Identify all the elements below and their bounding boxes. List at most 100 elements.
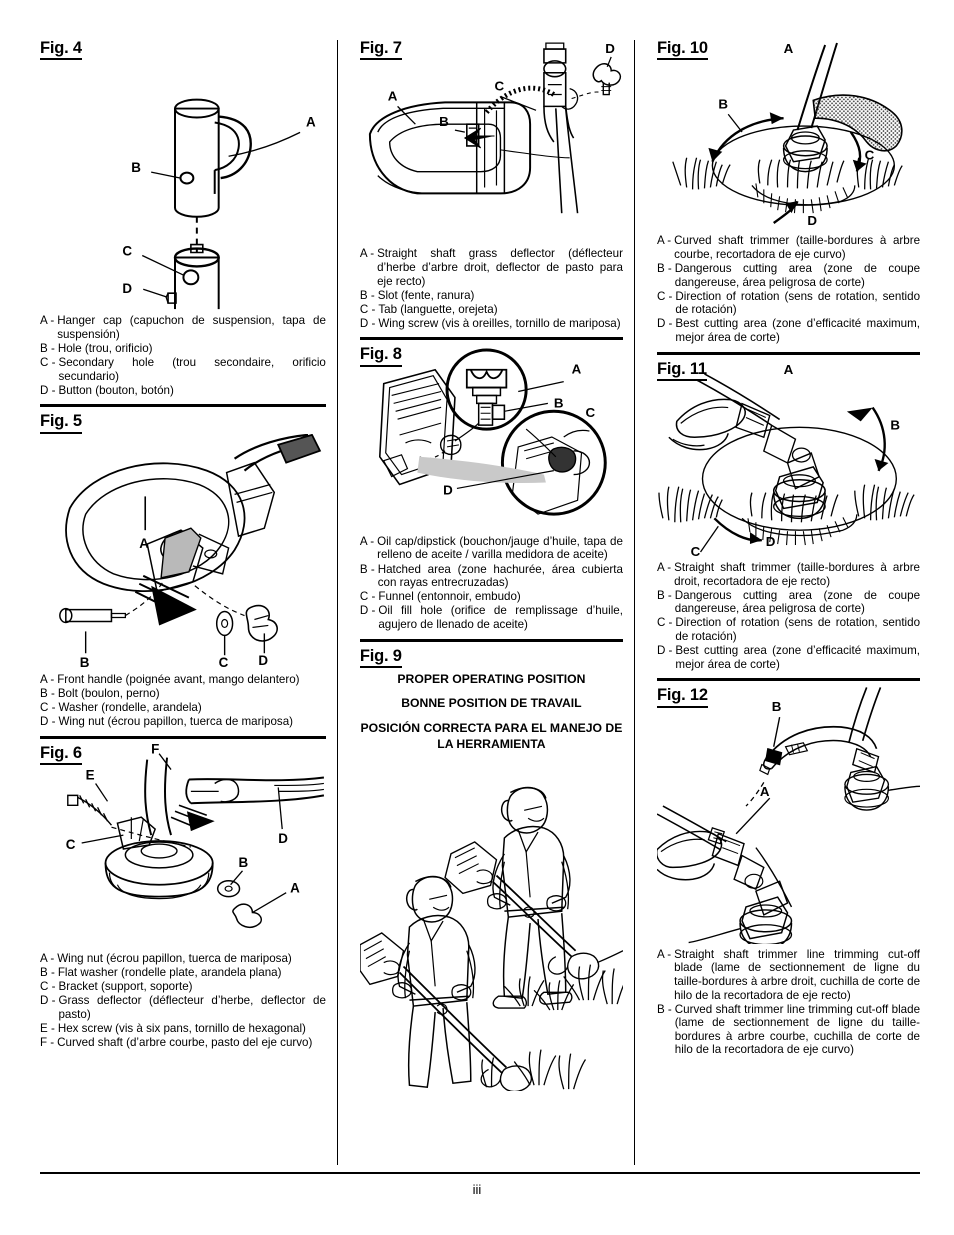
- figure-5-title: Fig. 5: [40, 413, 82, 434]
- figure-5-block: Fig. 5: [40, 413, 326, 739]
- figure-4-callout-b: B: [131, 160, 141, 175]
- figure-4-callout-d: D: [122, 282, 132, 297]
- figure-7-callout-d: D: [605, 41, 615, 56]
- legend-entry: D -Wing nut (écrou papillon, tuerca de m…: [40, 715, 294, 729]
- figure-4-title: Fig. 4: [40, 39, 82, 61]
- legend-entry: A -Straight shaft trimmer line trimming …: [656, 947, 921, 1002]
- figure-4-callout-a: A: [306, 115, 316, 130]
- page-number: iii: [472, 1182, 482, 1197]
- figure-5-callout-b: B: [80, 655, 90, 669]
- figure-4-legend: A -Hanger cap (capuchon de suspension, t…: [40, 314, 326, 397]
- legend-entry: D -Grass deflector (déflecteur d’herbe, …: [40, 994, 326, 1021]
- figure-9-headings: PROPER OPERATING POSITION BONNE POSITION…: [360, 672, 623, 752]
- section-divider: [359, 638, 623, 642]
- heading-spanish: POSICIÓN CORRECTA PARA EL MANEJO DE LA H…: [360, 721, 623, 751]
- figure-6-callout-c: C: [66, 837, 76, 852]
- figure-10-illustration: A B C D: [657, 38, 920, 230]
- legend-entry: B -Dangerous cutting area (zone de coupe…: [656, 588, 921, 616]
- figure-5-illustration: A B C D: [40, 433, 326, 669]
- legend-entry: D -Button (bouton, botón): [40, 383, 174, 397]
- legend-entry: A -Wing nut (écrou papillon, tuerca de m…: [40, 952, 292, 966]
- figure-7-legend: A -Straight shaft grass deflector (défle…: [360, 247, 623, 330]
- legend-entry: B -Hole (trou, orificio): [40, 342, 153, 356]
- figure-5-callout-c: C: [219, 655, 229, 669]
- figure-4-callout-c: C: [122, 244, 132, 259]
- column-right: Fig. 10: [633, 38, 921, 1165]
- column-middle: Fig. 7: [336, 38, 623, 1165]
- section-divider: [40, 735, 326, 739]
- figure-7-block: Fig. 7: [359, 38, 623, 341]
- legend-entry: B -Slot (fente, ranura): [359, 288, 475, 302]
- legend-entry: A -Oil cap/dipstick (bouchon/jauge d’hui…: [359, 534, 623, 562]
- figure-10-callout-a: A: [784, 41, 794, 56]
- legend-entry: C -Bracket (support, soporte): [40, 980, 193, 994]
- footer-divider: [40, 1172, 920, 1174]
- figure-12-block: Fig. 12: [656, 686, 921, 1057]
- legend-entry: B -Curved shaft trimmer line trimming cu…: [656, 1002, 921, 1057]
- figure-8-block: Fig. 8: [359, 343, 623, 642]
- figure-9-block: Fig. 9 PROPER OPERATING POSITION BONNE P…: [359, 647, 623, 1092]
- legend-entry: C -Tab (languette, orejeta): [359, 302, 498, 316]
- figure-10-title: Fig. 10: [656, 39, 708, 61]
- figure-11-callout-d: D: [766, 534, 776, 549]
- legend-entry: A -Curved shaft trimmer (taille-bordures…: [656, 234, 921, 261]
- figure-11-block: Fig. 11: [656, 360, 921, 682]
- section-divider: [40, 404, 326, 408]
- figure-6-callout-a: A: [290, 881, 300, 896]
- figure-8-callout-b: B: [554, 395, 564, 410]
- heading-english: PROPER OPERATING POSITION: [397, 671, 586, 686]
- legend-entry: F -Curved shaft (d’arbre courbe, pasto d…: [40, 1036, 313, 1050]
- figure-7-callout-c: C: [494, 79, 504, 94]
- figure-11-callout-c: C: [691, 544, 701, 557]
- figure-11-callout-a: A: [784, 362, 794, 377]
- legend-entry: E -Hex screw (vis à six pans, tornillo d…: [40, 1022, 306, 1036]
- figure-6-callout-e: E: [86, 768, 95, 783]
- figure-5-legend: A -Front handle (poignée avant, mango de…: [40, 673, 326, 729]
- legend-entry: C -Funnel (entonnoir, embudo): [359, 590, 521, 604]
- figure-12-illustration: B A: [656, 686, 921, 944]
- figure-8-illustration: A B C D: [360, 343, 623, 531]
- legend-entry: D -Best cutting area (zone d’efficacité …: [656, 317, 921, 345]
- figure-12-title: Fig. 12: [656, 687, 708, 708]
- figure-5-callout-d: D: [258, 653, 268, 668]
- legend-entry: B -Bolt (boulon, perno): [40, 686, 160, 700]
- legend-entry: C -Direction of rotation (sens de rotati…: [656, 616, 921, 644]
- figure-7-illustration: A B C D: [360, 38, 623, 243]
- figure-10-callout-d: D: [807, 213, 817, 228]
- legend-entry: A -Front handle (poignée avant, mango de…: [40, 672, 300, 686]
- figure-4-illustration: A B C D: [40, 60, 326, 310]
- figure-10-legend: A -Curved shaft trimmer (taille-bordures…: [657, 234, 920, 344]
- figure-6-legend: A -Wing nut (écrou papillon, tuerca de m…: [40, 952, 326, 1050]
- figure-12-callout-a: A: [760, 784, 770, 799]
- section-divider: [656, 678, 921, 682]
- figure-6-title: Fig. 6: [40, 744, 82, 766]
- legend-entry: D -Best cutting area (zone d’efficacité …: [656, 644, 921, 671]
- figure-8-callout-c: C: [585, 405, 595, 420]
- figure-9-title: Fig. 9: [359, 647, 402, 668]
- legend-entry: A -Hanger cap (capuchon de suspension, t…: [40, 314, 326, 341]
- legend-entry: A -Straight shaft grass deflector (défle…: [359, 247, 623, 288]
- legend-entry: B -Dangerous cutting area (zone de coupe…: [656, 262, 921, 289]
- figure-6-illustration: F E C D B A: [40, 743, 326, 948]
- figure-7-title: Fig. 7: [359, 39, 402, 61]
- figure-12-legend: A -Straight shaft trimmer line trimming …: [657, 948, 920, 1057]
- figure-10-callout-c: C: [865, 148, 875, 163]
- legend-entry: A -Straight shaft trimmer (taille-bordur…: [656, 561, 921, 588]
- figure-6-callout-f: F: [151, 743, 159, 757]
- figure-10-block: Fig. 10: [656, 38, 921, 355]
- figure-6-callout-d: D: [278, 831, 288, 846]
- figure-9-illustration: [359, 761, 623, 1092]
- figure-8-legend: A -Oil cap/dipstick (bouchon/jauge d’hui…: [360, 535, 623, 632]
- figure-6-block: Fig. 6: [40, 743, 326, 1050]
- legend-entry: D -Oil fill hole (orifice de remplissage…: [359, 604, 623, 631]
- legend-entry: B -Flat washer (rondelle plate, arandela…: [40, 966, 282, 980]
- three-column-layout: Fig. 4: [40, 38, 921, 1165]
- figure-8-callout-a: A: [572, 361, 582, 376]
- figure-11-legend: A -Straight shaft trimmer (taille-bordur…: [657, 561, 920, 671]
- figure-5-callout-a: A: [139, 536, 149, 551]
- legend-entry: C -Washer (rondelle, arandela): [40, 701, 202, 714]
- figure-12-callout-b: B: [772, 699, 782, 714]
- figure-8-title: Fig. 8: [359, 346, 402, 367]
- figure-6-callout-b: B: [239, 855, 249, 870]
- legend-entry: C -Secondary hole (trou secondaire, orif…: [40, 356, 326, 383]
